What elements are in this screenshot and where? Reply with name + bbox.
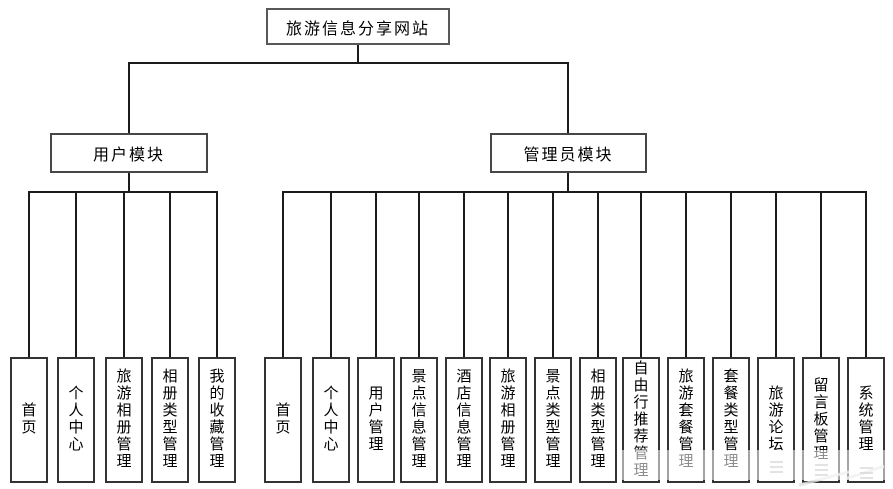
- root-node-website: 旅游信息分享网站: [266, 8, 450, 45]
- connector-leaf-stub: [75, 191, 77, 358]
- leaf-label: 套餐类型管理: [723, 369, 739, 470]
- leaf-label: 用户管理: [368, 386, 384, 453]
- connector-leaf-stub: [375, 191, 377, 358]
- connector-leaf-stub: [685, 191, 687, 358]
- leaf-label: 留言板管理: [813, 377, 829, 462]
- leaf-admin-scenic-type-mgmt: 景点类型管理: [534, 357, 572, 483]
- root-node-label: 旅游信息分享网站: [285, 20, 430, 38]
- leaf-admin-system-mgmt: 系统管理: [847, 357, 885, 483]
- leaf-label: 旅游套餐管理: [678, 369, 694, 470]
- leaf-label: 相册类型管理: [162, 369, 178, 470]
- leaf-label: 旅游相册管理: [116, 369, 132, 470]
- module-node-admin-label: 管理员模块: [523, 147, 614, 164]
- leaf-label: 景点信息管理: [411, 369, 427, 470]
- connector-leaf-stub: [463, 191, 465, 358]
- leaf-label: 旅游相册管理: [500, 369, 516, 470]
- watermark-artifact: [815, 464, 828, 476]
- leaf-label: 自由行推荐管理: [633, 360, 649, 479]
- connector-drop-admin-module: [567, 62, 569, 133]
- leaf-admin-album-type-mgmt: 相册类型管理: [579, 357, 617, 483]
- leaf-user-album-type-mgmt: 相册类型管理: [151, 357, 189, 483]
- module-node-user-label: 用户模块: [92, 147, 165, 164]
- leaf-label: 首页: [21, 403, 37, 436]
- connector-leaf-stub: [169, 191, 171, 358]
- leaf-user-personal-center: 个人中心: [57, 357, 95, 483]
- connector-leaf-stub: [730, 191, 732, 358]
- module-node-admin: 管理员模块: [490, 133, 647, 173]
- watermark-artifact: [860, 467, 873, 479]
- leaf-label: 旅游论坛: [768, 386, 784, 453]
- leaf-label: 我的收藏管理: [209, 369, 225, 470]
- connector-leaf-stub: [597, 191, 599, 358]
- leaf-admin-travel-package-mgmt: 旅游套餐管理: [667, 357, 705, 483]
- connector-leaf-stub: [418, 191, 420, 358]
- leaf-admin-home: 首页: [264, 357, 302, 483]
- leaf-label: 系统管理: [858, 386, 874, 453]
- leaf-label: 个人中心: [323, 386, 339, 453]
- leaf-label: 首页: [275, 403, 291, 436]
- connector-top-rail: [128, 62, 569, 64]
- connector-root-stub: [357, 44, 359, 63]
- connector-admin-module-stub: [567, 171, 569, 192]
- connector-leaf-stub: [216, 191, 218, 358]
- watermark-artifact: [770, 461, 783, 473]
- leaf-admin-personal-center: 个人中心: [312, 357, 350, 483]
- connector-leaf-stub: [775, 191, 777, 358]
- leaf-user-favorites-mgmt: 我的收藏管理: [198, 357, 236, 483]
- connector-leaf-stub: [552, 191, 554, 358]
- leaf-label: 酒店信息管理: [456, 369, 472, 470]
- module-node-user: 用户模块: [50, 133, 208, 173]
- leaf-admin-free-travel-recommend-mgmt: 自由行推荐管理: [622, 357, 660, 483]
- connector-leaf-stub: [330, 191, 332, 358]
- leaf-admin-travel-album-mgmt: 旅游相册管理: [489, 357, 527, 483]
- connector-leaf-stub: [820, 191, 822, 358]
- connector-admin-rail: [282, 191, 867, 193]
- connector-leaf-stub: [640, 191, 642, 358]
- leaf-user-travel-album-mgmt: 旅游相册管理: [105, 357, 143, 483]
- leaf-label: 相册类型管理: [590, 369, 606, 470]
- leaf-admin-hotel-info-mgmt: 酒店信息管理: [445, 357, 483, 483]
- leaf-admin-user-mgmt: 用户管理: [357, 357, 395, 483]
- connector-leaf-stub: [28, 191, 30, 358]
- connector-leaf-stub: [507, 191, 509, 358]
- connector-user-module-stub: [128, 171, 130, 192]
- leaf-admin-package-type-mgmt: 套餐类型管理: [712, 357, 750, 483]
- connector-leaf-stub: [123, 191, 125, 358]
- leaf-admin-scenic-info-mgmt: 景点信息管理: [400, 357, 438, 483]
- connector-drop-user-module: [128, 62, 130, 133]
- leaf-label: 景点类型管理: [545, 369, 561, 470]
- connector-leaf-stub: [865, 191, 867, 358]
- leaf-label: 个人中心: [68, 386, 84, 453]
- leaf-user-home: 首页: [10, 357, 48, 483]
- connector-leaf-stub: [282, 191, 284, 358]
